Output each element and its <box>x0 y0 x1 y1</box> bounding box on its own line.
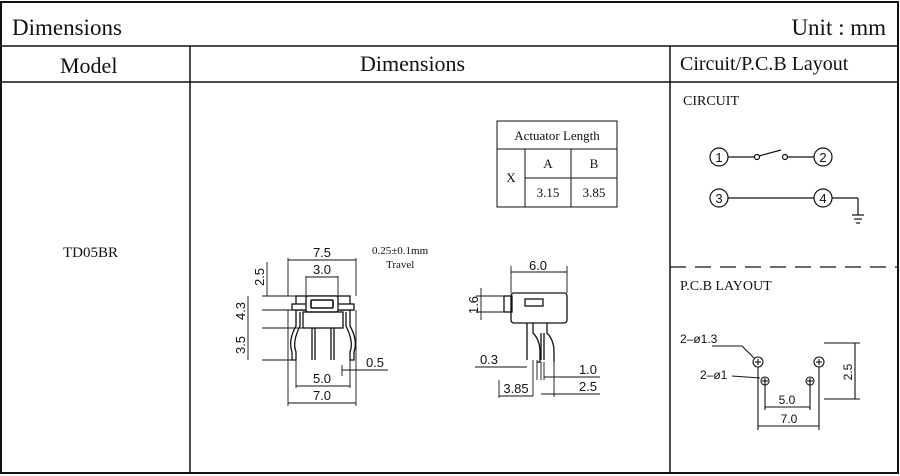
pcb-dim-outer: 7.0 <box>781 412 798 426</box>
side-dim-lead-offset: 0.3 <box>480 352 498 367</box>
front-view-drawing <box>290 295 356 361</box>
circuit-pin-3: 3 <box>715 191 722 206</box>
side-dim-top: 6.0 <box>529 258 547 273</box>
pcb-dim-vertical: 2.5 <box>841 363 855 380</box>
side-dim-base: 3.85 <box>503 381 528 396</box>
side-dim-pin-span: 2.5 <box>579 379 597 394</box>
unit-label: Unit : mm <box>791 15 886 40</box>
column-header-circuit: Circuit/P.C.B Layout <box>680 53 849 75</box>
pcb-hole-large: 2–ø1.3 <box>680 332 718 346</box>
actuator-col-a: A <box>543 156 553 171</box>
circuit-schematic <box>709 147 864 224</box>
side-dim-pin-width: 1.0 <box>579 362 597 377</box>
model-name: TD05BR <box>63 245 119 261</box>
front-dim-top-outer: 7.5 <box>313 245 331 260</box>
actuator-length-table <box>496 120 618 208</box>
circuit-pin-1: 1 <box>715 150 722 165</box>
column-header-dimensions: Dimensions <box>360 51 466 76</box>
side-view-drawing <box>503 292 568 363</box>
front-dim-lead: 0.5 <box>366 355 384 370</box>
sheet-title: Dimensions <box>12 15 122 40</box>
pcb-layout-label: P.C.B LAYOUT <box>680 279 772 294</box>
front-dim-left-top: 2.5 <box>252 268 267 286</box>
pcb-hole-small: 2–ø1 <box>700 368 728 382</box>
pcb-dim-inner: 5.0 <box>779 393 796 407</box>
actuator-col-b: B <box>590 156 599 171</box>
actuator-val-b: 3.85 <box>583 185 606 200</box>
actuator-table-title: Actuator Length <box>514 128 600 143</box>
pcb-layout-drawing <box>712 342 860 430</box>
front-dim-left-bottom: 3.5 <box>233 336 248 354</box>
column-header-model: Model <box>60 53 118 78</box>
actuator-val-a: 3.15 <box>537 185 560 200</box>
actuator-row-label: X <box>506 170 516 185</box>
front-dim-bottom-outer: 7.0 <box>313 388 331 403</box>
front-dim-left-mid: 4.3 <box>233 302 248 320</box>
travel-value: 0.25±0.1mm <box>372 245 429 257</box>
side-dim-left: 1.6 <box>466 296 481 314</box>
travel-label: Travel <box>386 259 414 271</box>
front-dim-leg-span: 5.0 <box>313 371 331 386</box>
circuit-label: CIRCUIT <box>683 94 739 109</box>
front-dim-top-inner: 3.0 <box>313 262 331 277</box>
circuit-pin-2: 2 <box>819 150 826 165</box>
circuit-pin-4: 4 <box>819 191 826 206</box>
